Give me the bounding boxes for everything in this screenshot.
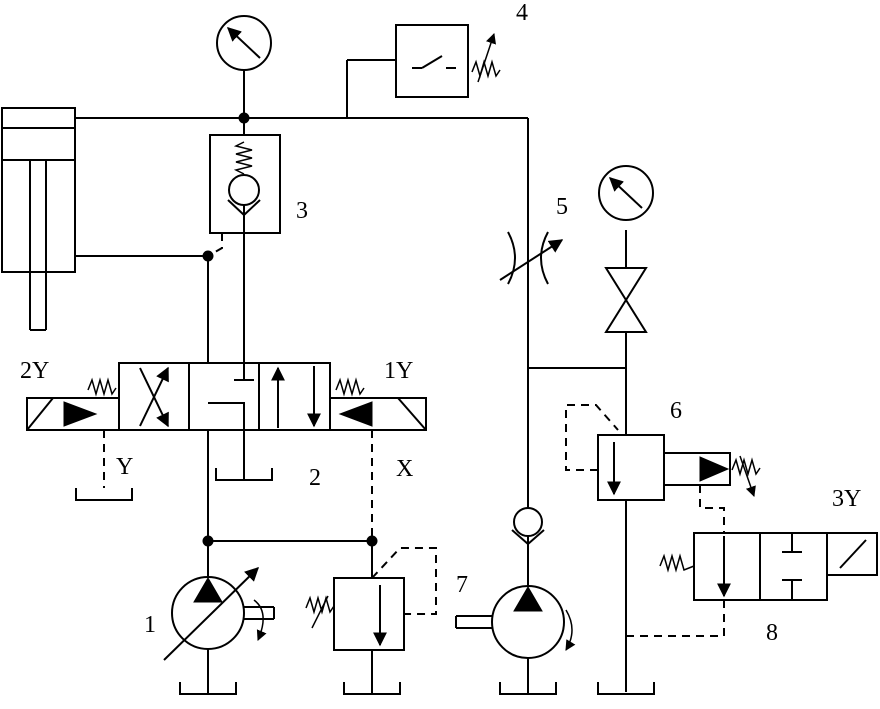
pressure-gauge-left-icon: [216, 15, 272, 71]
component-labels: 1 2 3 4 5 6 7 8 2Y 1Y 3Y X Y: [20, 0, 861, 646]
throttle-valve-5: [499, 231, 564, 285]
solenoid-valve-8: [626, 532, 878, 637]
label-1y: 1Y: [384, 358, 413, 384]
tank-right-icon: [597, 682, 655, 695]
check-valve-pump7: [511, 507, 545, 586]
label-pump-1: 1: [144, 612, 156, 638]
shutoff-valve: [604, 267, 648, 333]
pressure-gauge-right-icon: [598, 165, 654, 221]
relief-valve-left: [305, 547, 437, 695]
variable-pump-1: [163, 567, 275, 695]
label-port-y: Y: [116, 454, 133, 480]
label-relief-6: 6: [670, 398, 682, 424]
pipe-lines: [75, 59, 627, 692]
label-throttle-5: 5: [556, 194, 568, 220]
label-pump-7: 7: [456, 572, 468, 598]
label-port-x: X: [396, 456, 413, 482]
relief-valve-6: [565, 404, 761, 536]
label-switch-4: 4: [516, 0, 528, 26]
drain-lines: [75, 430, 373, 540]
pump-7: [455, 585, 576, 695]
label-2y: 2Y: [20, 358, 49, 384]
label-valve-2: 2: [309, 465, 321, 491]
label-check-3: 3: [296, 198, 308, 224]
label-valve-8: 8: [766, 620, 778, 646]
pressure-switch-4: [395, 24, 501, 98]
hydraulic-cylinder: [1, 107, 76, 331]
directional-valve-2: [26, 362, 427, 481]
pilot-check-valve-3: [207, 134, 281, 257]
label-3y: 3Y: [832, 486, 861, 512]
